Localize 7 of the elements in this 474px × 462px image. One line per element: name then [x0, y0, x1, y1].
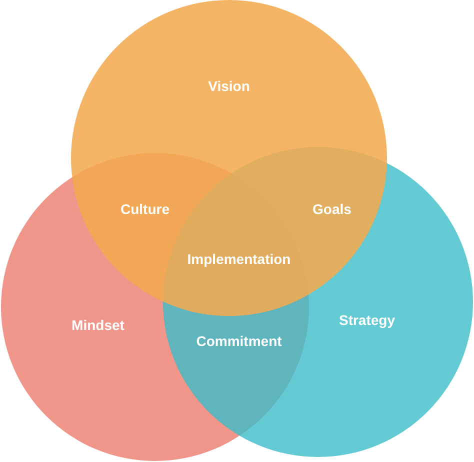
region-label: Implementation [187, 251, 291, 267]
circle-label: Mindset [72, 317, 124, 333]
region-label: Commitment [196, 333, 282, 349]
region-label: Culture [120, 201, 170, 217]
region-label: Goals [312, 201, 352, 217]
circle-label: Strategy [338, 312, 396, 328]
circle-label: Vision [208, 78, 250, 94]
